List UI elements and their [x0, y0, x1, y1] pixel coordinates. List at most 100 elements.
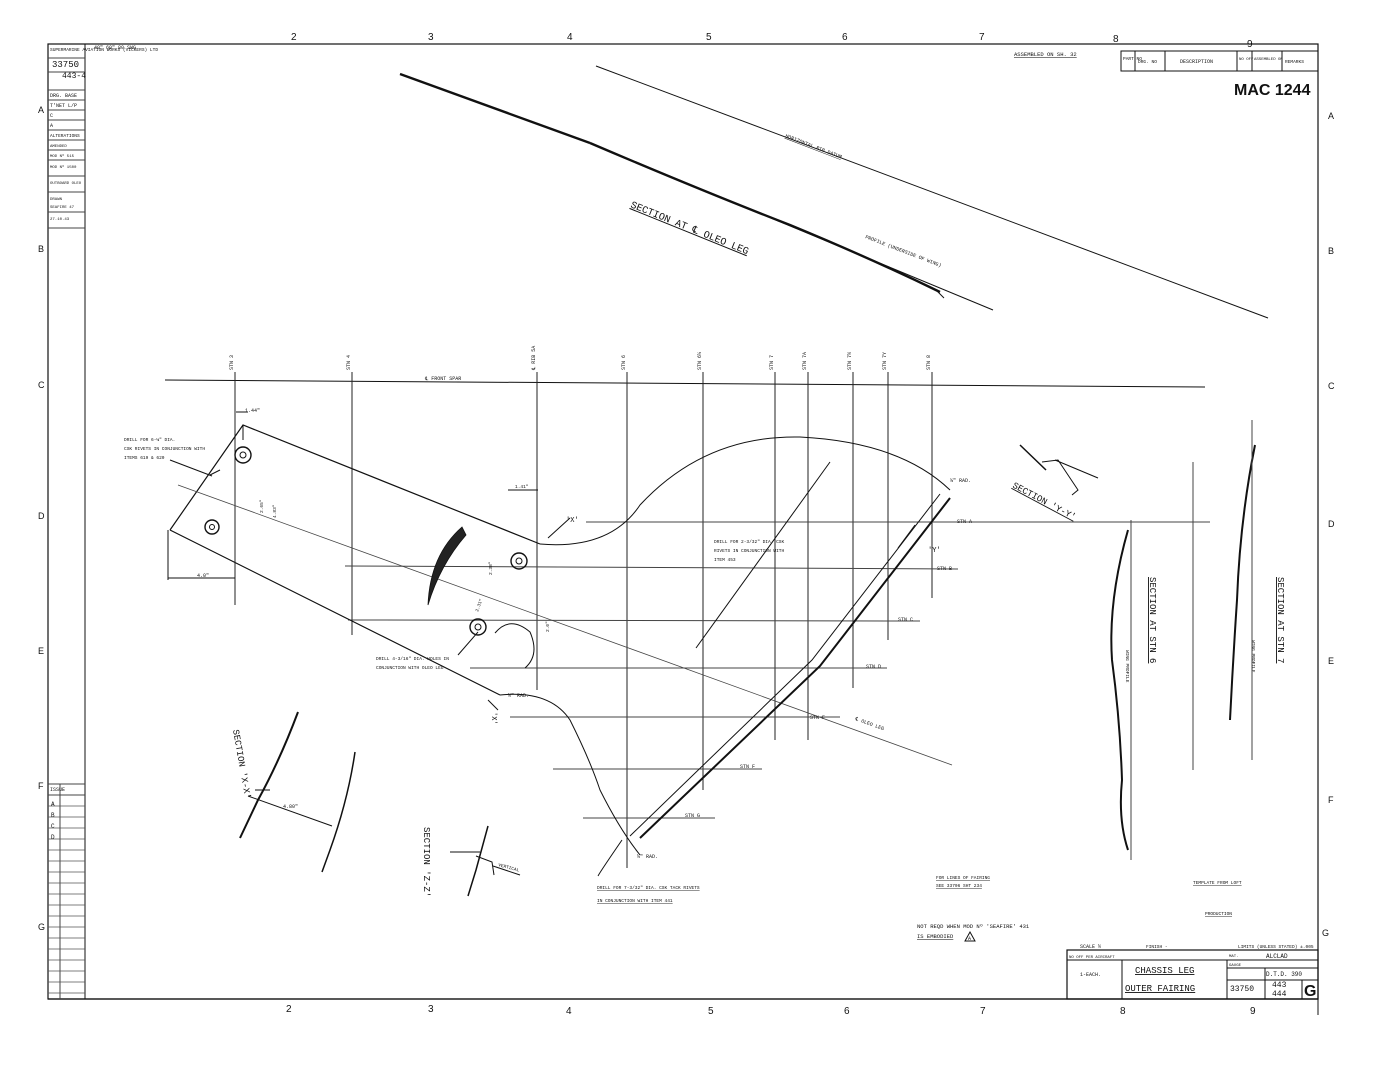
dimension-label: 4.80" — [283, 804, 298, 810]
border-letter-left: B — [38, 244, 44, 254]
drill-note-1c: ITEMS 619 & 620 — [124, 455, 165, 461]
drg-no-header: DRG. NO — [1138, 59, 1157, 65]
title-material: ALCLAD — [1266, 953, 1288, 960]
border-num-top: 8 — [1113, 34, 1119, 45]
oleo-leg-label: ℄ OLEO LEG — [853, 716, 884, 732]
section-zz-view: VERTICAL SECTION 'Z-Z' — [421, 825, 520, 897]
strip-row: C — [50, 113, 53, 119]
drill-note-3a: DRILL 4-3/16" DIA. HOLES IN — [376, 656, 449, 662]
border-num-bottom: 2 — [286, 1004, 292, 1015]
alteration-note: AMENDED — [50, 145, 67, 149]
station-label: STN 4 — [346, 355, 352, 370]
no-off-header: NO OFF — [1239, 58, 1254, 62]
assembled-on-header: ASSEMBLED ON — [1254, 58, 1283, 62]
material-note: 40" 60" 80 SWG — [94, 45, 136, 51]
border-num-bottom: 9 — [1250, 1006, 1256, 1017]
border-letter-right: D — [1328, 519, 1335, 529]
issue-item: A — [51, 801, 55, 808]
section-cut-marker: 'X' — [566, 517, 579, 525]
section-stn6-view: SECTION AT STN 6 WING PROFILE — [1110, 520, 1157, 860]
section-cut-marker: 'X' — [489, 712, 497, 725]
horizontal-datum-label: HORIZONTAL RIB DATUM — [784, 133, 842, 160]
title-finish: FINISH - — [1146, 944, 1168, 950]
station-label: STN 8 — [926, 355, 932, 370]
drill-note-4b: IN CONJUNCTION WITH ITEM 441 — [597, 898, 673, 904]
section-stn7-label: SECTION AT STN 7 — [1275, 577, 1285, 663]
not-reqd-note-b: IS EMBODIED — [917, 933, 954, 940]
drill-note-2a: DRILL FOR 2-3/32" DIA. CSK — [714, 539, 785, 545]
section-xx-view: 4.80" SECTION 'X-X' — [230, 711, 356, 873]
title-limits: LIMITS (UNLESS STATED) ±.005 — [1238, 944, 1314, 950]
issue-heading: ISSUE — [50, 787, 65, 793]
station-label: STN 6 — [621, 355, 627, 370]
border-num-bottom: 3 — [428, 1004, 434, 1015]
vertical-label: VERTICAL — [497, 862, 520, 873]
dimension-label: 1.44" — [245, 408, 260, 414]
stn-label: STN B — [937, 566, 952, 572]
strip-row: A — [50, 123, 53, 129]
alterations-heading: ALTERATIONS — [50, 133, 80, 139]
section-stn6-label: SECTION AT STN 6 — [1147, 577, 1157, 663]
border-num-bottom: 8 — [1120, 1006, 1126, 1017]
part-no-header: PART NO — [1123, 56, 1142, 62]
border-letter-left: G — [38, 922, 45, 932]
border-letter-left: C — [38, 380, 45, 390]
border-num-bottom: 7 — [980, 1006, 986, 1017]
section-oleo-label: SECTION AT ℄ OLEO LEG — [629, 201, 750, 259]
border-num-bottom: 5 — [708, 1006, 714, 1017]
front-spar-label: ℄ FRONT SPAR — [424, 376, 461, 382]
sheet-drawing-number: MAC 1244 — [1234, 82, 1311, 99]
border-num-top: 3 — [428, 32, 434, 43]
strip-row: T'NET L/P — [50, 103, 77, 109]
assembled-note: ASSEMBLED ON SH. 32 — [1014, 51, 1077, 58]
dimension-label: 1.41" — [515, 484, 529, 490]
section-zz-label: SECTION 'Z-Z' — [421, 827, 431, 897]
border-letter-left: A — [38, 105, 44, 115]
drawing-sub-number: 443-4 — [62, 72, 86, 81]
stn-label: STN D — [866, 664, 881, 670]
border-num-bottom: 4 — [566, 1006, 572, 1017]
alteration-note: OUTBOARD OLEO — [50, 182, 82, 186]
title-no-off-label: NO OFF PER AIRCRAFT — [1069, 956, 1115, 960]
dimension-label: 4.83" — [272, 504, 278, 518]
remarks-header: REMARKS — [1285, 59, 1304, 65]
company-name: SUPERMARINE AVIATION WORKS (VICKERS) LTD — [50, 47, 158, 53]
station-label: STN 3 — [229, 355, 235, 370]
issue-item: C — [51, 823, 55, 830]
border-letter-right: B — [1328, 246, 1334, 256]
drill-note-2b: RIVETS IN CONJUNCTION WITH — [714, 548, 785, 554]
section-yy-view: SECTION 'Y-Y' — [1011, 444, 1099, 523]
border-letter-right: C — [1328, 381, 1335, 391]
title-part-a: 443 — [1272, 981, 1287, 990]
parts-list-header: PART NO DRG. NO DESCRIPTION NO OFF ASSEM… — [1120, 50, 1319, 72]
stn-label: STN G — [685, 813, 700, 819]
border-letter-right: G — [1322, 928, 1329, 938]
title-issue: G — [1304, 983, 1316, 1000]
section-stn7-view: SECTION AT STN 7 WING PROFILE — [1192, 420, 1285, 770]
border-num-top: 7 — [979, 32, 985, 43]
title-gauge: D.T.D. 390 — [1266, 971, 1302, 978]
strip-row: DRG. BASE — [50, 93, 77, 99]
drill-note-3b: CONJUNCTION WITH OLEO LEG — [376, 665, 444, 671]
border-num-top: 6 — [842, 32, 848, 43]
lines-note-b: SEE 33706 SHT 234 — [936, 883, 982, 889]
alteration-note: 27.10.43 — [50, 218, 70, 222]
issue-item: D — [51, 834, 55, 841]
station-label: STN 7A — [802, 352, 808, 370]
wing-profile-label: WING PROFILE — [1250, 640, 1256, 673]
station-label: STN 7 — [769, 355, 775, 370]
title-gauge-label: GAUGE — [1229, 964, 1242, 968]
station-label: STN 6¼ — [697, 352, 703, 370]
template-note: TEMPLATE FROM LOFT — [1193, 880, 1242, 886]
border-letter-right: E — [1328, 656, 1334, 666]
dimension-label: 2.0" — [545, 621, 551, 632]
left-info-strip: SUPERMARINE AVIATION WORKS (VICKERS) LTD… — [50, 47, 158, 841]
station-label: ℄ RIB 5A — [531, 346, 537, 371]
station-grid: ℄ FRONT SPAR STN 3 STN 4 ℄ RIB 5A STN 6 STN … — [164, 346, 1210, 868]
section-xx-label: SECTION 'X-X' — [230, 729, 252, 800]
issue-flag-letter: A — [968, 936, 971, 942]
drawing-number: 33750 — [52, 60, 79, 70]
drill-note-1b: CSK RIVETS IN CONJUNCTION WITH — [124, 446, 205, 452]
section-yy-label: SECTION 'Y-Y' — [1011, 481, 1078, 523]
